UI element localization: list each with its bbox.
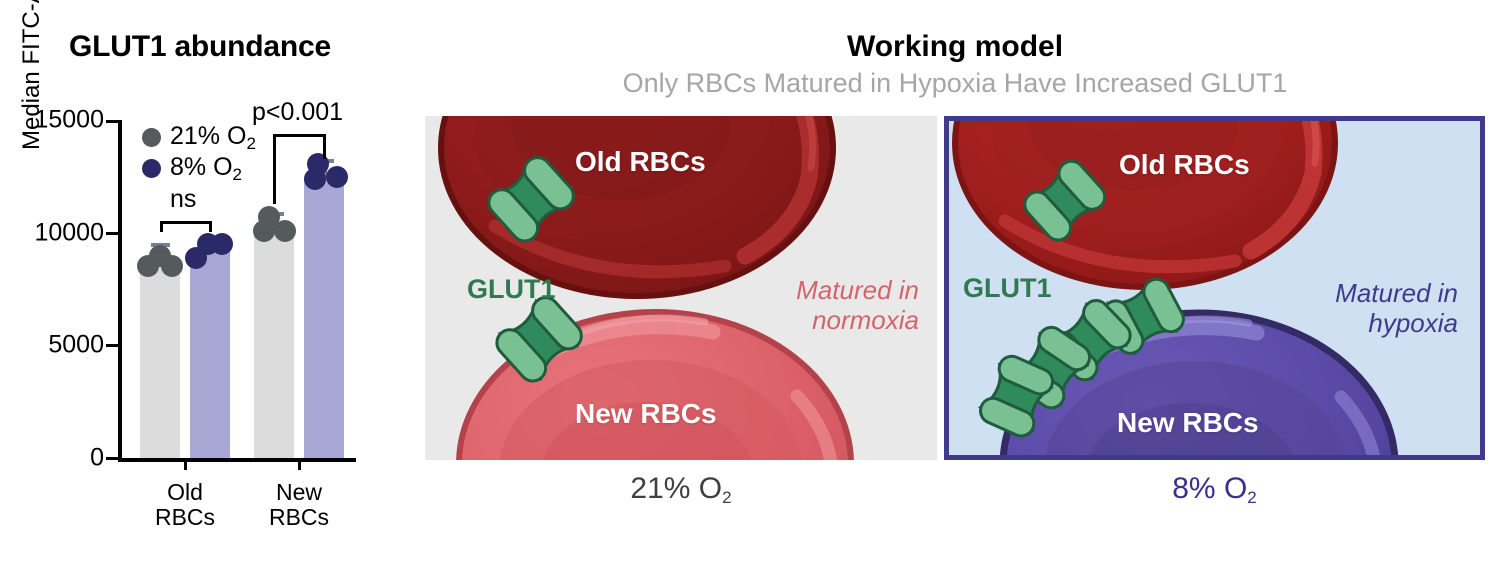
y-tick-label-10000: 10000	[34, 218, 104, 247]
significance-bracket-old-right	[209, 221, 212, 232]
bar-old-8pct	[190, 251, 230, 458]
old-rbc-hypoxia	[952, 121, 1338, 290]
old-rbc-label-hypoxia: Old RBCs	[1119, 149, 1250, 180]
x-tick-new	[298, 458, 301, 470]
glut1-transporter-icon	[487, 156, 575, 243]
bar-new-21pct	[254, 230, 294, 458]
significance-label-old: ns	[170, 185, 197, 213]
bar-new-8pct	[304, 177, 344, 458]
legend-label-21pct-sub: 2	[246, 133, 256, 153]
legend-label-8pct: 8% O2	[170, 153, 242, 185]
x-category-new: New RBCs	[239, 479, 359, 531]
x-tick-old	[184, 458, 187, 470]
significance-bracket-old-top	[160, 221, 212, 224]
datapoint-new-8pct	[304, 168, 326, 190]
datapoint-old-8pct	[185, 247, 207, 269]
hypoxia-panel: Old RBCs New RBCs GLUT1 Matured in hypox…	[944, 116, 1485, 460]
bar-old-21pct	[140, 261, 180, 458]
significance-bracket-old-left	[160, 221, 163, 232]
legend-label-21pct: 21% O2	[170, 122, 256, 154]
normoxia-note: Matured in normoxia	[796, 275, 919, 335]
legend-item-8pct: 8% O2	[142, 153, 256, 184]
hypoxia-caption-main: 8% O	[1172, 472, 1248, 505]
legend-label-21pct-main: 21% O	[170, 121, 247, 150]
y-tick-label-5000: 5000	[48, 330, 104, 359]
new-rbc-label-normoxia: New RBCs	[575, 398, 717, 429]
x-category-new-line2: RBCs	[268, 504, 330, 531]
chart-legend: 21% O2 8% O2	[142, 122, 256, 184]
plot-area: 0 5000 10000 15000	[34, 98, 356, 530]
normoxia-illustration	[438, 116, 854, 460]
hypoxia-note: Matured in hypoxia	[1335, 278, 1458, 338]
normoxia-caption: 21% O2	[425, 472, 937, 508]
significance-bracket-new-right	[323, 134, 326, 159]
significance-bracket-new-left	[273, 134, 276, 204]
legend-item-21pct: 21% O2	[142, 122, 256, 153]
glut1-transporter-icon	[495, 296, 583, 383]
x-category-new-line1: New	[275, 479, 322, 505]
x-category-old-line1: Old	[167, 479, 203, 505]
x-axis-line	[118, 458, 356, 462]
glut1-transporter-icon	[1023, 159, 1107, 242]
x-category-old-line2: RBCs	[154, 504, 216, 531]
datapoint-old-21pct	[137, 255, 159, 277]
legend-label-8pct-main: 8% O	[170, 152, 233, 181]
datapoint-old-21pct	[161, 255, 183, 277]
glut1-transporter-icon	[977, 354, 1055, 438]
old-rbc-label-normoxia: Old RBCs	[575, 146, 706, 177]
chart-title: GLUT1 abundance	[68, 30, 332, 63]
legend-label-8pct-sub: 2	[232, 164, 242, 184]
legend-dot-21pct	[142, 128, 161, 147]
model-subtitle: Only RBCs Matured in Hypoxia Have Increa…	[622, 68, 1288, 98]
y-axis-line	[118, 120, 122, 462]
hypoxia-caption: 8% O2	[944, 472, 1485, 508]
hypoxia-illustration	[952, 121, 1399, 455]
y-tick-label-15000: 15000	[34, 105, 104, 134]
bar-chart-panel: GLUT1 abundance Median FITC-A (GLUT1) 0 …	[0, 0, 420, 572]
datapoint-new-21pct	[274, 220, 296, 242]
datapoint-new-8pct	[326, 166, 348, 188]
datapoint-old-8pct	[211, 233, 233, 255]
glut1-label-hypoxia: GLUT1	[963, 273, 1052, 303]
working-model-panel: Working model Only RBCs Matured in Hypox…	[420, 0, 1490, 572]
significance-bracket-new-top	[273, 134, 326, 137]
model-title: Working model	[846, 30, 1064, 63]
legend-dot-8pct	[142, 159, 161, 178]
new-rbc-hypoxia	[999, 309, 1399, 455]
normoxia-caption-main: 21% O	[630, 472, 723, 505]
hypoxia-caption-sub: 2	[1247, 488, 1257, 507]
y-tick-label-0: 0	[90, 443, 104, 472]
new-rbc-label-hypoxia: New RBCs	[1117, 407, 1259, 438]
significance-label-new: p<0.001	[252, 98, 344, 126]
x-category-old: Old RBCs	[125, 479, 245, 531]
normoxia-panel: Old RBCs New RBCs GLUT1 Matured in normo…	[425, 116, 937, 460]
datapoint-new-21pct	[253, 220, 275, 242]
normoxia-caption-sub: 2	[722, 488, 732, 507]
glut1-label-normoxia: GLUT1	[467, 274, 556, 304]
